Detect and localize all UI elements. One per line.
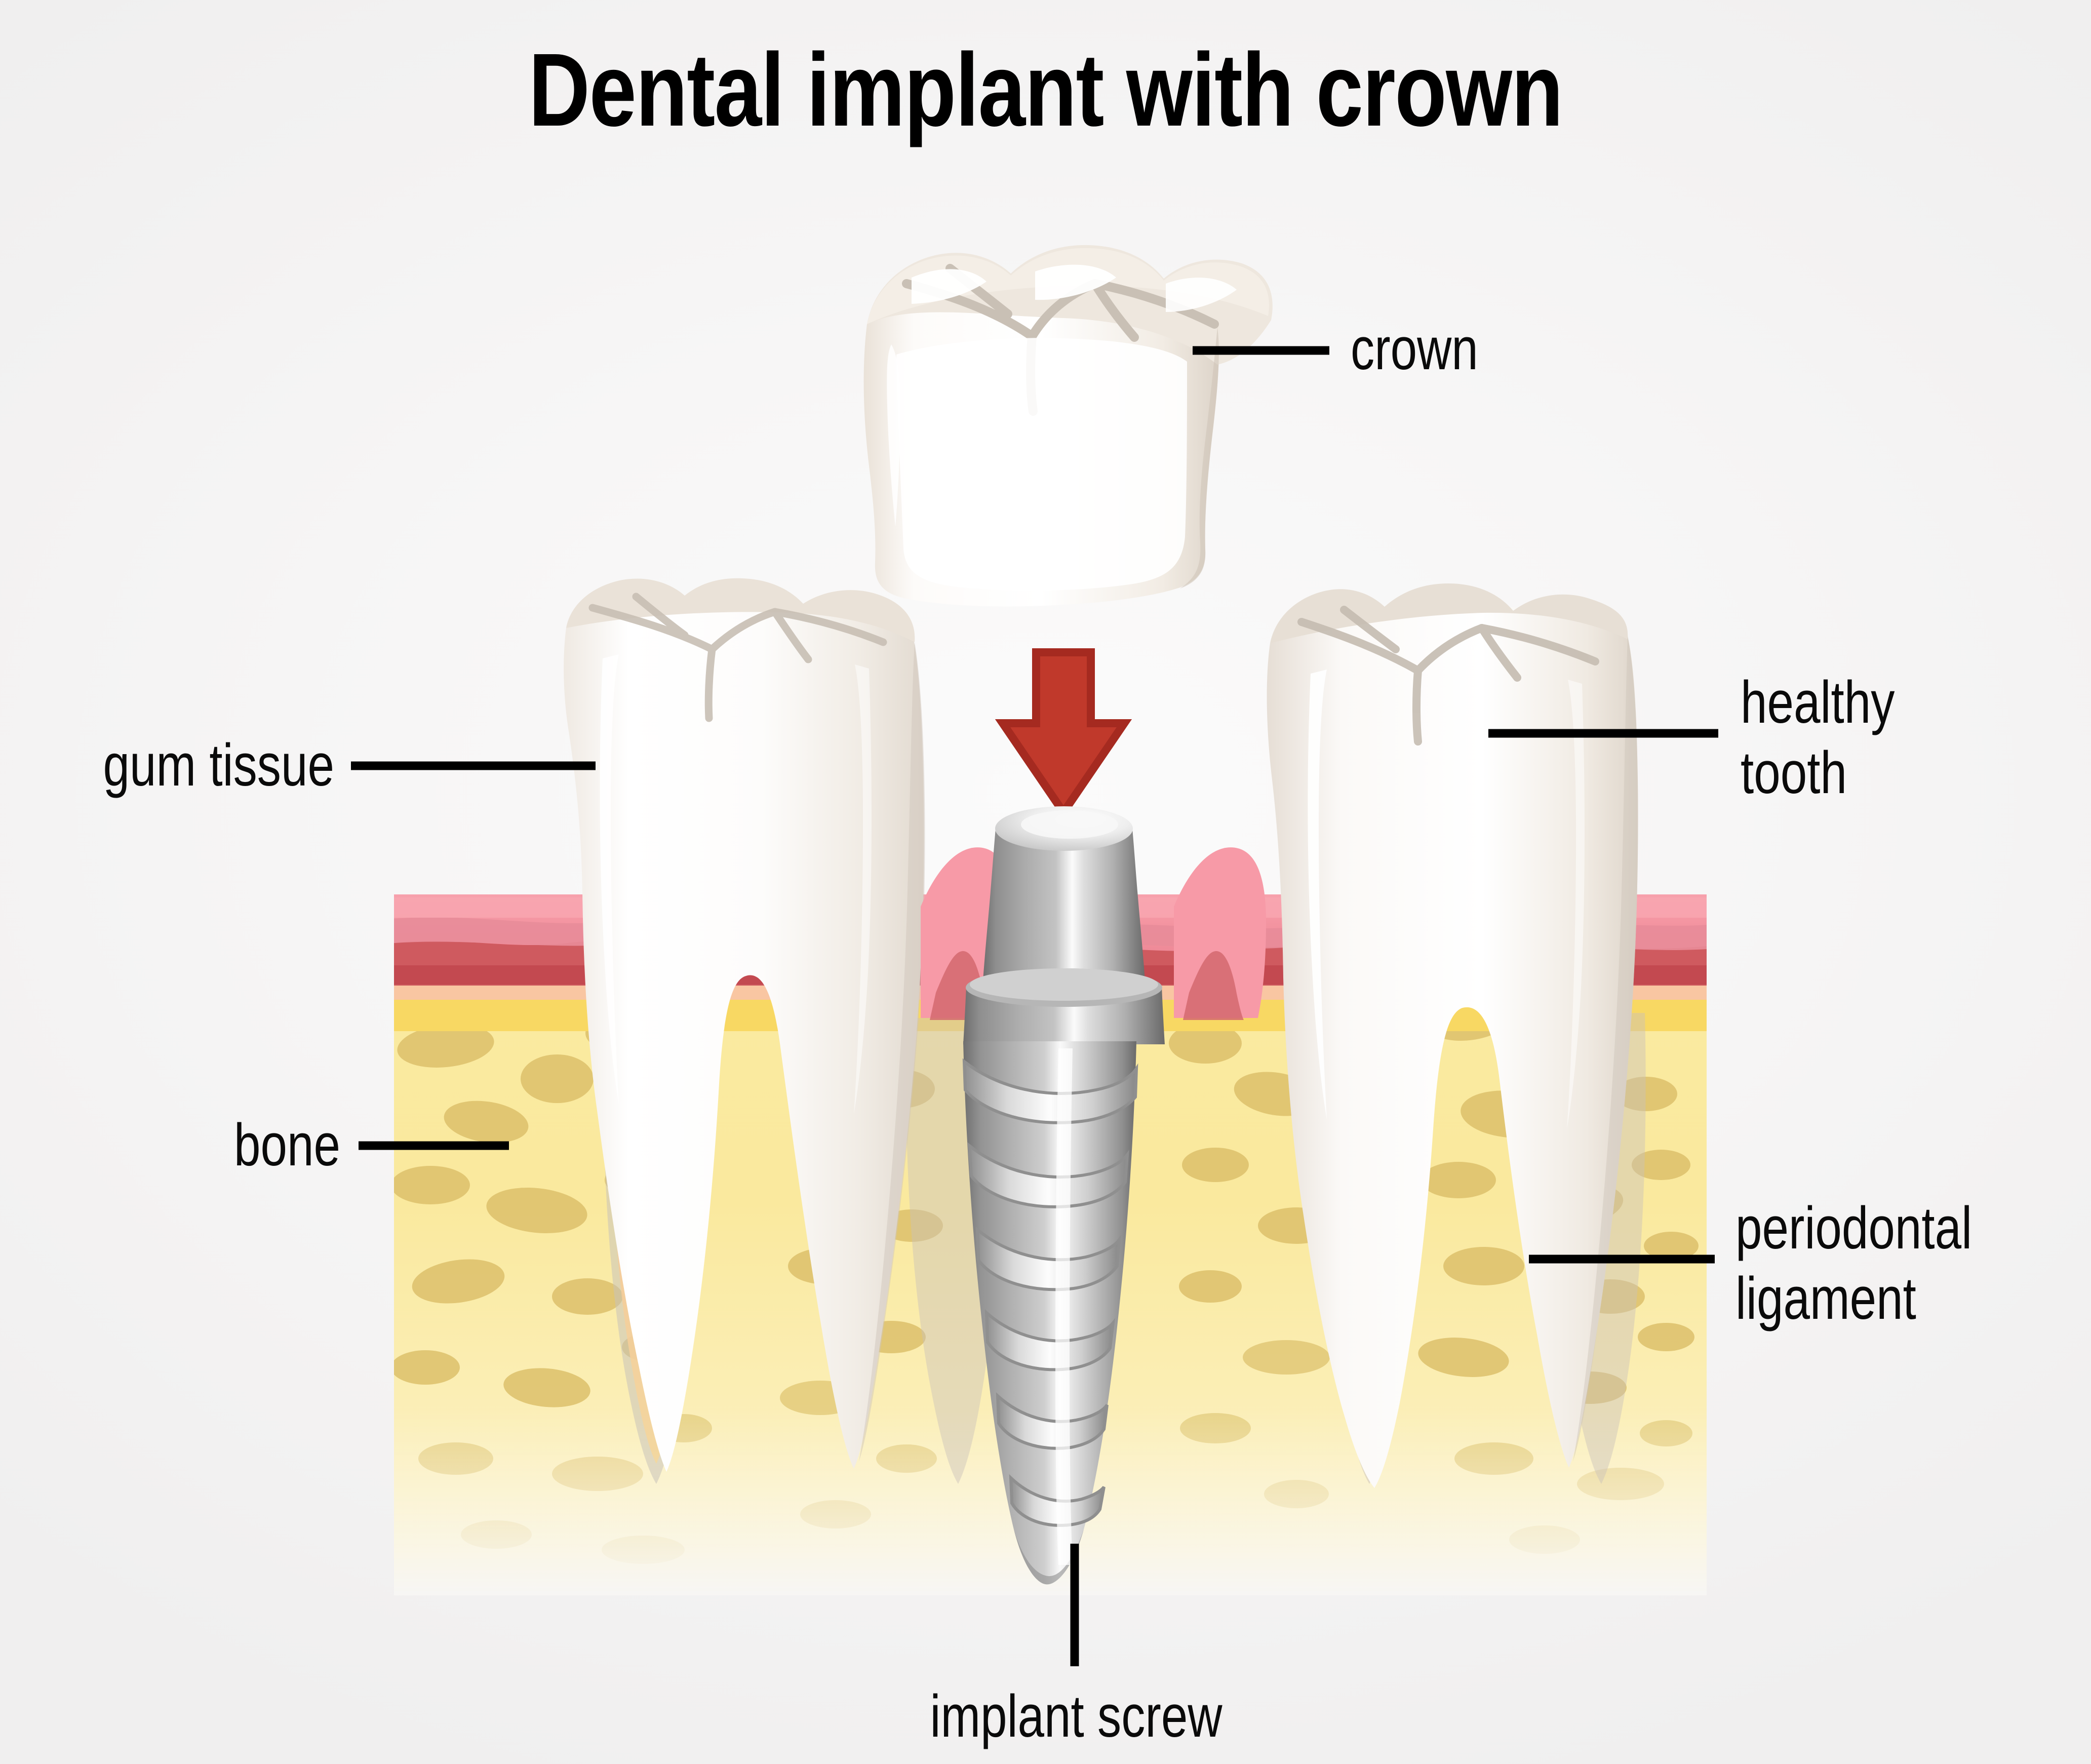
label-implant-screw: implant screw <box>930 1683 1222 1750</box>
label-gum-tissue: gum tissue <box>103 732 334 799</box>
label-healthy-tooth-line1: healthy <box>1741 669 1895 736</box>
crown <box>863 245 1273 607</box>
down-arrow-icon <box>995 648 1132 820</box>
occlusal-grooves-right <box>1297 606 1599 746</box>
leader-lines <box>351 346 1718 1666</box>
gum-papillae <box>921 847 1266 1020</box>
crown-highlights <box>887 264 1237 591</box>
page-title: Dental implant with crown <box>528 32 1563 148</box>
label-healthy-tooth: healthy tooth <box>1741 668 1934 808</box>
right-tooth <box>1267 583 1646 1488</box>
label-bone: bone <box>233 1112 340 1179</box>
implant-screw <box>962 806 1165 1585</box>
label-periodontal-line2: ligament <box>1735 1265 1916 1332</box>
label-periodontal-ligament: periodontal ligament <box>1735 1193 2031 1334</box>
label-crown: crown <box>1351 316 1478 382</box>
occlusal-grooves <box>588 593 887 722</box>
label-periodontal-line1: periodontal <box>1735 1195 1972 1262</box>
label-healthy-tooth-line2: tooth <box>1741 739 1847 807</box>
